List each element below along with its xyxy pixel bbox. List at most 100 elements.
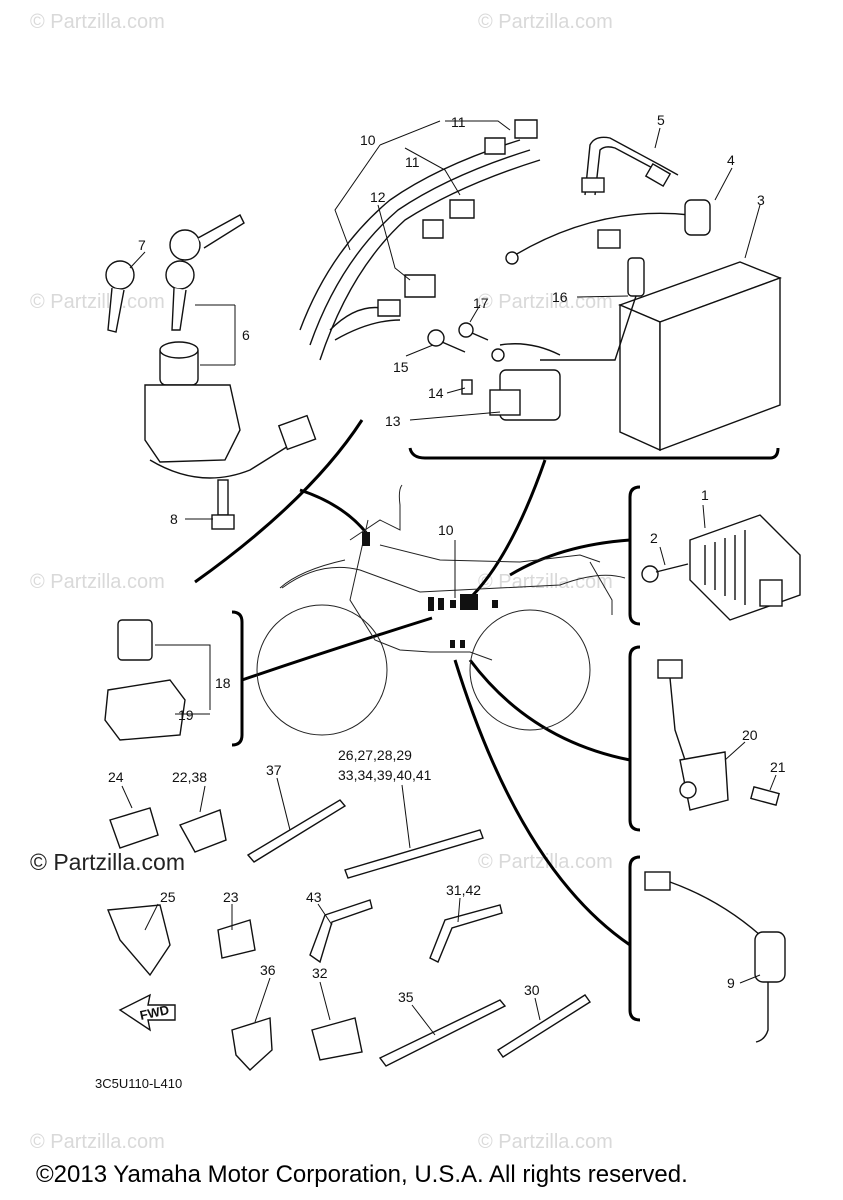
callout-24: 24	[108, 769, 124, 785]
callout-1: 1	[701, 487, 709, 503]
callout-10: 10	[438, 522, 454, 538]
battery-lead-icon	[505, 199, 711, 265]
sensor-assembly	[657, 659, 780, 811]
rectifier-regulator-icon	[641, 514, 801, 621]
callout-9: 9	[727, 975, 735, 991]
key-icon	[169, 214, 245, 261]
bolt-icon	[641, 563, 689, 583]
watermark: © Partzilla.com	[478, 851, 613, 873]
bolt-icon	[211, 479, 235, 530]
battery-lead-16-icon	[540, 257, 645, 361]
leader-line-sensor	[468, 659, 631, 762]
wire-harness	[299, 119, 541, 361]
callout-22-38: 22,38	[172, 769, 207, 785]
connector-mark	[450, 600, 456, 608]
callout-30: 30	[524, 982, 540, 998]
cable-tie-icon	[246, 799, 347, 863]
leader-line-switch	[299, 488, 370, 536]
relay-icon	[117, 619, 153, 661]
leader-lines	[121, 120, 777, 1036]
clamp-icon	[311, 1017, 363, 1061]
coupler	[657, 659, 683, 679]
rectifier-group-bracket	[628, 485, 641, 626]
relay-group-bracket	[231, 610, 244, 747]
bolt-icon	[458, 322, 489, 341]
clamp-icon	[231, 1017, 273, 1071]
group-brackets	[194, 419, 780, 1022]
plug-cap-icon	[754, 931, 786, 983]
callouts: 1 2 3 4 5 6 7 8 9 10 10 11 11 12 13 14 1…	[108, 112, 786, 1005]
bolt-icon	[427, 329, 466, 353]
key-icon	[165, 260, 195, 331]
connector-mark	[438, 598, 444, 610]
clamp-icon	[217, 919, 256, 959]
coupler	[484, 137, 506, 155]
callout-37: 37	[266, 762, 282, 778]
callout-10: 10	[360, 132, 376, 148]
coupler	[377, 299, 401, 317]
plug-cap-assembly	[644, 871, 786, 1043]
coupler-12	[404, 274, 436, 298]
coupler-11a	[514, 119, 538, 139]
clamp-icon	[178, 809, 227, 853]
fwd-arrow-icon	[118, 993, 176, 1032]
watermark-overlay: © Partzilla.com	[30, 849, 185, 875]
cable-tie-icon	[378, 999, 507, 1067]
bolt-icon	[750, 785, 780, 807]
leader-line-plug-cap	[453, 659, 631, 947]
cable-tie-icon	[496, 994, 592, 1058]
battery-assembly	[427, 136, 782, 452]
callout-2: 2	[650, 530, 658, 546]
watermark: © Partzilla.com	[478, 571, 613, 593]
callout-43: 43	[306, 889, 322, 905]
callout-15: 15	[393, 359, 409, 375]
callout-7: 7	[138, 237, 146, 253]
callout-25: 25	[160, 889, 176, 905]
connector-mark	[428, 597, 434, 611]
battery-group-bracket	[408, 447, 780, 460]
callout-21: 21	[770, 759, 786, 775]
watermarks: © Partzilla.com © Partzilla.com © Partzi…	[30, 11, 613, 1153]
callout-4: 4	[727, 152, 735, 168]
clamp-icon	[107, 904, 171, 977]
main-switch-group-bracket	[194, 419, 364, 584]
coupler	[422, 219, 444, 239]
callout-31-42: 31,42	[446, 882, 481, 898]
diagram-code: 3C5U110-L410	[95, 1076, 182, 1091]
callout-6: 6	[242, 327, 250, 343]
callout-11: 11	[451, 114, 466, 130]
callout-13: 13	[385, 413, 401, 429]
connector-mark	[460, 640, 465, 648]
key-icon	[105, 260, 135, 333]
leader-line-battery	[466, 459, 547, 602]
callout-17: 17	[473, 295, 489, 311]
cable-tie-icon	[429, 904, 503, 963]
main-switch-icon	[144, 341, 317, 479]
callout-23: 23	[223, 889, 239, 905]
coupler-11b	[449, 199, 475, 219]
battery-band-icon	[581, 136, 679, 196]
callout-18: 18	[215, 675, 231, 691]
watermark: © Partzilla.com	[30, 11, 165, 33]
copyright-notice: ©2013 Yamaha Motor Corporation, U.S.A. A…	[36, 1161, 688, 1188]
callout-33-41: 33,34,39,40,41	[338, 767, 432, 783]
callout-26-29: 26,27,28,29	[338, 747, 412, 763]
starter-relay-icon	[461, 343, 561, 421]
callout-11: 11	[405, 154, 420, 170]
callout-3: 3	[757, 192, 765, 208]
callout-5: 5	[657, 112, 665, 128]
sensor-icon	[679, 751, 729, 811]
clamps-and-ties: FWD	[107, 799, 592, 1071]
leader-line-relay	[241, 616, 433, 682]
watermark: © Partzilla.com	[30, 291, 165, 313]
main-switch-assembly	[105, 214, 317, 530]
connector-mark	[492, 600, 498, 608]
callout-16: 16	[552, 289, 568, 305]
callout-8: 8	[170, 511, 178, 527]
motorcycle-outline	[256, 484, 626, 736]
watermark: © Partzilla.com	[478, 1131, 613, 1153]
callout-32: 32	[312, 965, 328, 981]
callout-35: 35	[398, 989, 414, 1005]
sensor-group-bracket	[628, 645, 641, 832]
